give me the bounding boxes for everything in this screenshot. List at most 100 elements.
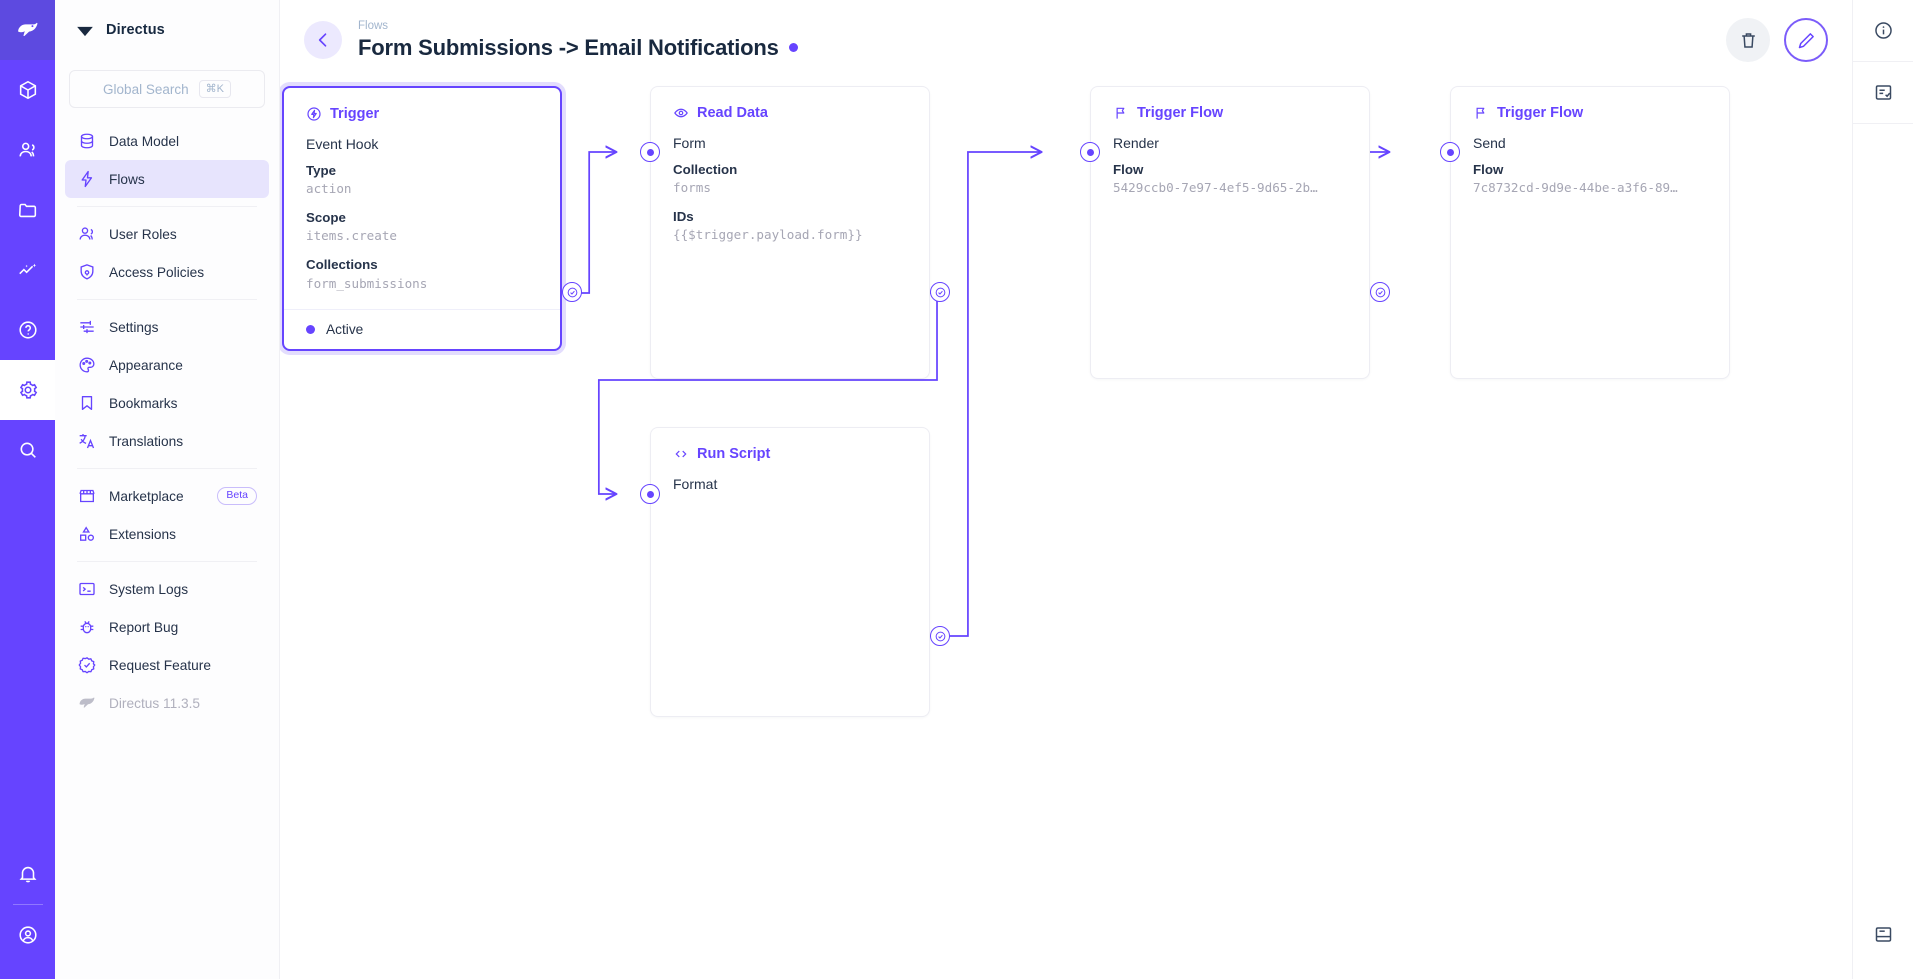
field-key: Collections xyxy=(306,257,378,273)
rightbar-divider xyxy=(1852,123,1913,124)
status-dot xyxy=(306,325,315,335)
breadcrumb[interactable]: Flows xyxy=(358,20,389,33)
nav-divider xyxy=(77,561,257,562)
field-key: Scope xyxy=(306,210,346,226)
flow-node-run-script[interactable]: Run Script Format xyxy=(650,427,930,717)
sidebar-item-report-bug[interactable]: Report Bug xyxy=(65,608,269,646)
project-header[interactable]: Directus xyxy=(55,0,279,60)
navigation-sidebar: Directus Global Search ⌘K Data Model Flo… xyxy=(55,0,280,979)
port-dot xyxy=(646,490,654,498)
sidebar-item-label: Request Feature xyxy=(109,657,211,673)
port-trigger-success[interactable] xyxy=(562,282,582,302)
rail-item-insights[interactable] xyxy=(0,240,55,300)
port-read-data-input[interactable] xyxy=(640,142,660,162)
field-value: {{$trigger.payload.form}} xyxy=(673,227,863,243)
port-trigger-flow-render-input[interactable] xyxy=(1080,142,1100,162)
sidebar-item-extensions[interactable]: Extensions xyxy=(65,515,269,553)
trigger-bolt-circle-icon xyxy=(307,107,321,121)
rail-item-users[interactable] xyxy=(0,120,55,180)
sidebar-item-label: System Logs xyxy=(109,581,189,597)
port-trigger-flow-send-input[interactable] xyxy=(1440,142,1460,162)
node-field: Type action xyxy=(306,161,538,199)
page-header: Flows Form Submissions -> Email Notifica… xyxy=(280,0,1852,80)
sidebar-item-user-roles[interactable]: User Roles xyxy=(65,215,269,253)
status-label: Active xyxy=(326,322,364,338)
port-read-data-success[interactable] xyxy=(930,282,950,302)
rabbit-icon xyxy=(77,693,97,713)
edit-flow-button[interactable] xyxy=(1784,18,1828,62)
node-name: Event Hook xyxy=(306,136,379,152)
port-run-script-input[interactable] xyxy=(640,484,660,504)
sidebar-item-appearance[interactable]: Appearance xyxy=(65,346,269,384)
nav-divider xyxy=(77,206,257,207)
flow-node-trigger-flow-render[interactable]: Trigger Flow Render Flow 5429ccb0-7e97-4… xyxy=(1090,86,1370,379)
bolt-icon xyxy=(77,169,97,189)
port-trigger-flow-render-success[interactable] xyxy=(1370,282,1390,302)
rail-item-search[interactable] xyxy=(0,420,55,480)
flow-node-trigger[interactable]: Trigger Event Hook Type action Scope ite… xyxy=(282,86,562,352)
node-type-label: Read Data xyxy=(697,105,768,121)
flag-icon xyxy=(1476,107,1485,119)
rail-item-files[interactable] xyxy=(0,180,55,240)
global-search-input[interactable]: Global Search ⌘K xyxy=(69,70,265,108)
delete-flow-button[interactable] xyxy=(1726,18,1770,62)
translate-icon xyxy=(77,431,97,451)
flow-node-read-data[interactable]: Read Data Form Collection forms IDs {{$t… xyxy=(650,86,930,379)
sidebar-item-system-logs[interactable]: System Logs xyxy=(65,570,269,608)
field-value: 5429ccb0-7e97-4ef5-9d65-2b… xyxy=(1113,180,1318,196)
node-field: Collections form_submissions xyxy=(306,255,538,293)
flow-canvas[interactable]: Trigger Event Hook Type action Scope ite… xyxy=(280,80,1852,979)
sidebar-item-translations[interactable]: Translations xyxy=(65,422,269,460)
rail-item-settings[interactable] xyxy=(0,360,55,420)
right-sidebar xyxy=(1852,0,1913,979)
flow-info-panel-button[interactable] xyxy=(1853,0,1913,61)
page-title: Form Submissions -> Email Notifications xyxy=(358,34,779,60)
nav-divider xyxy=(77,299,257,300)
arrow-left-icon xyxy=(318,33,327,47)
nav-list: Data Model Flows User Roles Acce xyxy=(55,122,279,722)
people-icon xyxy=(77,224,97,244)
sidebar-item-label: Data Model xyxy=(109,133,179,149)
back-button[interactable] xyxy=(304,21,342,59)
rail-item-help[interactable] xyxy=(0,300,55,360)
sidebar-item-data-model[interactable]: Data Model xyxy=(65,122,269,160)
node-name: Format xyxy=(673,476,718,492)
flow-logs-panel-button[interactable] xyxy=(1853,62,1913,123)
port-run-script-success[interactable] xyxy=(930,626,950,646)
sidebar-item-access-policies[interactable]: Access Policies xyxy=(65,253,269,291)
node-type-label: Trigger Flow xyxy=(1497,105,1584,121)
sidebar-item-marketplace[interactable]: Marketplace Beta xyxy=(65,477,269,515)
shield-icon xyxy=(77,262,97,282)
flow-node-trigger-flow-send[interactable]: Trigger Flow Send Flow 7c8732cd-9d9e-44b… xyxy=(1450,86,1730,379)
field-value: items.create xyxy=(306,228,397,244)
sidebar-item-flows[interactable]: Flows xyxy=(65,160,269,198)
project-logo-icon xyxy=(77,26,93,37)
node-body: Trigger Flow Send Flow 7c8732cd-9d9e-44b… xyxy=(1451,87,1729,214)
dock-icon xyxy=(1875,927,1891,942)
rail-item-account[interactable] xyxy=(0,905,55,965)
node-body: Run Script Format xyxy=(651,428,929,517)
eye-icon xyxy=(674,108,688,118)
drawer-toggle-button[interactable] xyxy=(1853,904,1913,965)
node-name: Send xyxy=(1473,135,1506,151)
sidebar-item-request-feature[interactable]: Request Feature xyxy=(65,646,269,684)
sidebar-item-version: Directus 11.3.5 xyxy=(65,684,269,722)
node-field: IDs {{$trigger.payload.form}} xyxy=(673,207,907,245)
rail-item-notifications[interactable] xyxy=(0,844,55,904)
node-header: Run Script xyxy=(673,446,907,462)
field-key: Collection xyxy=(673,162,738,177)
sidebar-item-label: Report Bug xyxy=(109,619,179,635)
port-dot xyxy=(1086,148,1094,156)
directus-logo[interactable] xyxy=(0,0,55,60)
sidebar-item-settings[interactable]: Settings xyxy=(65,308,269,346)
rail-item-content[interactable] xyxy=(0,60,55,120)
rail-divider xyxy=(12,904,43,905)
field-value: forms xyxy=(673,180,711,196)
node-field: Flow 7c8732cd-9d9e-44be-a3f6-89… xyxy=(1473,160,1707,198)
sidebar-item-label: Marketplace xyxy=(109,488,184,504)
sidebar-item-bookmarks[interactable]: Bookmarks xyxy=(65,384,269,422)
global-search-placeholder: Global Search xyxy=(103,81,189,97)
field-key: Flow xyxy=(1113,162,1144,177)
node-header: Trigger Flow xyxy=(1473,105,1707,121)
